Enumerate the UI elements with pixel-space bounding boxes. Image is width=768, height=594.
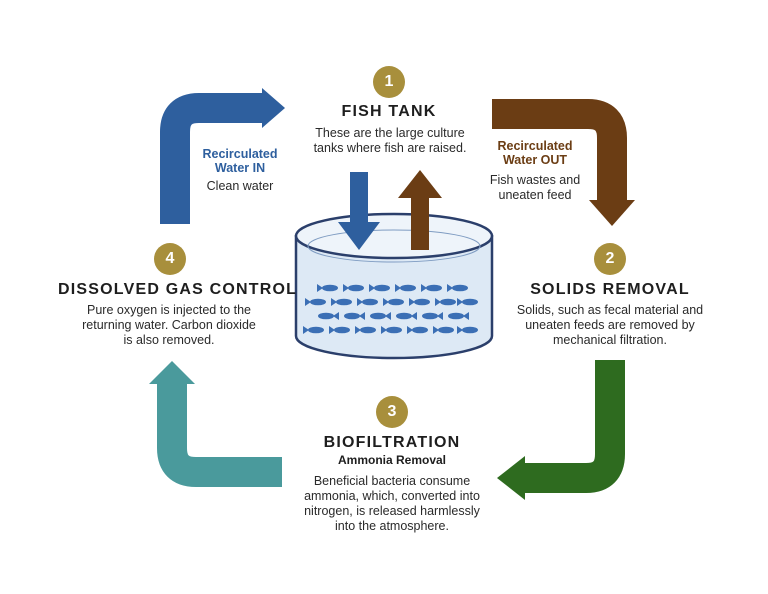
stage-1-description: These are the large culture tanks where … [313, 126, 467, 155]
fish-school [303, 284, 478, 334]
stage-3-subtitle: Ammonia Removal [337, 453, 447, 467]
water-out-note-line2: uneaten feed [498, 188, 572, 202]
fish-icon [395, 284, 416, 292]
stage-2-description: Solids, such as fecal material and uneat… [516, 303, 704, 347]
fish-icon [370, 312, 391, 320]
fish-icon [407, 326, 428, 334]
stage-2-badge: 2 [594, 243, 626, 275]
water-in-label-line2: Water IN [214, 161, 266, 175]
water-out-note-line1: Fish wastes and [489, 173, 581, 187]
fish-icon [435, 298, 456, 306]
fish-icon [318, 312, 339, 320]
water-in-note: Clean water [206, 179, 274, 193]
fish-tank-icon [294, 212, 494, 360]
fish-icon [457, 326, 478, 334]
water-out-arrow [492, 99, 635, 226]
water-out-note: Fish wastes and uneaten feed [480, 173, 590, 203]
fish-icon [344, 312, 365, 320]
fish-icon [396, 312, 417, 320]
water-in-label-line1: Recirculated [202, 147, 278, 161]
fish-icon [355, 326, 376, 334]
fish-icon [447, 284, 468, 292]
fish-icon [383, 298, 404, 306]
stage-3-title: BIOFILTRATION [323, 434, 461, 451]
solids-arrow [497, 360, 625, 500]
water-in-label: Recirculated Water IN [190, 147, 290, 175]
fish-icon [369, 284, 390, 292]
fish-icon [448, 312, 469, 320]
fish-icon [329, 326, 350, 334]
stage-1-title: FISH TANK [341, 103, 437, 120]
biofiltration-arrow [149, 361, 282, 487]
fish-icon [317, 284, 338, 292]
water-out-label-line1: Recirculated [497, 139, 573, 153]
water-in-arrow [160, 88, 285, 224]
stage-4-badge: 4 [154, 243, 186, 275]
fish-icon [381, 326, 402, 334]
fish-icon [303, 326, 324, 334]
arrow-down-icon [338, 172, 380, 250]
stage-4-description: Pure oxygen is injected to the returning… [82, 303, 256, 347]
stage-3-description: Beneficial bacteria consume ammonia, whi… [304, 474, 480, 533]
fish-icon [421, 284, 442, 292]
fish-icon [331, 298, 352, 306]
fish-icon [422, 312, 443, 320]
stage-1-badge: 1 [373, 66, 405, 98]
stage-4-title: DISSOLVED GAS CONTROL [58, 281, 298, 298]
stage-3-badge: 3 [376, 396, 408, 428]
arrow-up-icon [398, 170, 442, 250]
stage-2-title: SOLIDS REMOVAL [530, 281, 690, 298]
fish-icon [305, 298, 326, 306]
water-out-label: Recirculated Water OUT [480, 139, 590, 167]
water-out-label-line2: Water OUT [502, 153, 568, 167]
fish-icon [343, 284, 364, 292]
fish-icon [433, 326, 454, 334]
fish-icon [357, 298, 378, 306]
fish-icon [457, 298, 478, 306]
fish-icon [409, 298, 430, 306]
